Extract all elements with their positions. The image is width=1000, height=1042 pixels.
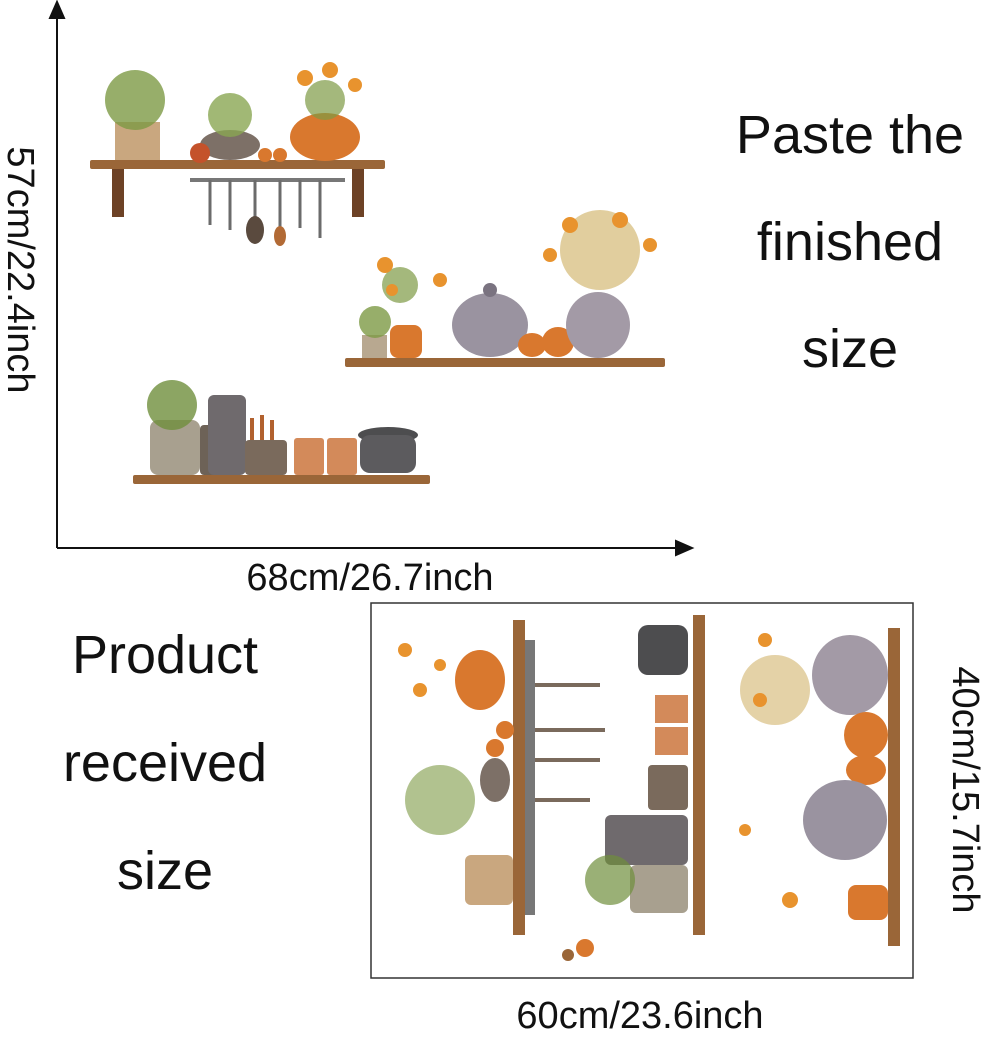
caption-line: size — [801, 319, 899, 379]
received-caption: Product received size — [15, 628, 315, 898]
shelf-with-jars — [133, 380, 430, 484]
arrow-right-icon — [675, 539, 695, 557]
arrow-up-icon — [48, 0, 66, 19]
received-width-label: 60cm/23.6inch — [516, 995, 764, 1037]
caption-line: finished — [756, 212, 944, 272]
caption-line: received — [62, 733, 268, 793]
dimension-axes — [48, 0, 695, 557]
product-sheet-stickers — [398, 615, 900, 961]
received-height-label: 40cm/15.7inch — [944, 666, 986, 914]
caption-line: Paste the — [735, 105, 965, 165]
finished-height-label: 57cm/22.4inch — [0, 146, 41, 394]
caption-line: Product — [71, 625, 259, 685]
shelf-with-utensils — [90, 62, 385, 246]
finished-caption: Paste the finished size — [700, 108, 1000, 376]
shelf-with-teapot — [345, 210, 665, 367]
finished-width-label: 68cm/26.7inch — [246, 557, 494, 599]
caption-line: size — [116, 841, 214, 901]
